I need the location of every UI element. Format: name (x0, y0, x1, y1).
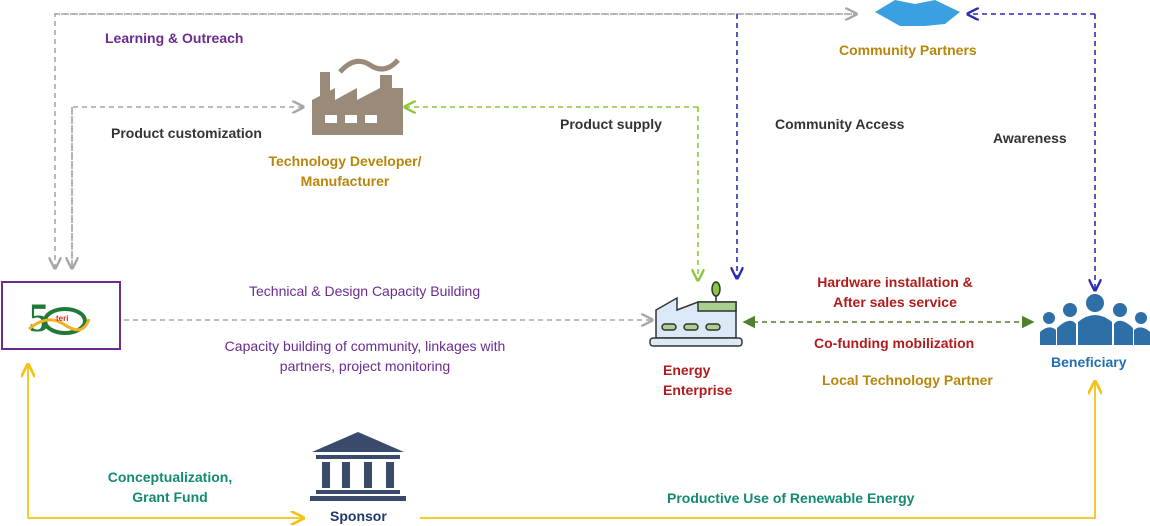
label-community-access: Community Access (775, 116, 905, 132)
energy-line2: Enterprise (663, 382, 733, 398)
edge-customization (71, 107, 303, 268)
label-productive-use: Productive Use of Renewable Energy (667, 490, 915, 506)
hardware-line1: Hardware installation & (817, 274, 973, 290)
node-tech-developer: Technology Developer/Manufacturer (250, 151, 440, 191)
label-learning-outreach: Learning & Outreach (105, 30, 244, 46)
label-conceptualization: Conceptualization, Grant Fund (85, 467, 255, 507)
svg-text:5: 5 (29, 295, 49, 340)
label-local-partner: Local Technology Partner (822, 372, 993, 388)
energy-factory-icon (649, 281, 743, 347)
handshake-icon (875, 0, 960, 26)
hardware-line2: After sales service (833, 294, 957, 310)
bank-icon (310, 432, 406, 501)
teri-50-logo: 5 teri (28, 295, 91, 340)
node-sponsor: Sponsor (330, 508, 387, 524)
label-product-customization: Product customization (111, 125, 262, 141)
label-capacity-community: Capacity building of community, linkages… (185, 336, 545, 376)
label-product-supply: Product supply (560, 116, 662, 132)
concept-line2: Grant Fund (132, 489, 208, 505)
label-awareness: Awareness (993, 130, 1067, 146)
node-community-partners: Community Partners (839, 42, 977, 58)
edge-productive-use (420, 382, 1095, 519)
people-icon (1040, 294, 1150, 345)
concept-line1: Conceptualization, (107, 469, 233, 485)
label-hardware: Hardware installation & After sales servi… (790, 272, 1000, 312)
energy-line1: Energy (663, 362, 711, 378)
factory-icon (312, 58, 403, 135)
tech-developer-line2: Manufacturer (300, 173, 390, 189)
capacity-line1: Capacity building of community, linkages… (224, 338, 506, 354)
svg-text:teri: teri (56, 314, 68, 323)
tech-developer-line1: Technology Developer/ (268, 153, 422, 169)
node-beneficiary: Beneficiary (1051, 354, 1127, 370)
organization-node: 5 teri (1, 281, 121, 350)
label-cofunding: Co-funding mobilization (814, 335, 975, 351)
label-technical-capacity: Technical & Design Capacity Building (249, 283, 481, 299)
capacity-line2: partners, project monitoring (279, 358, 451, 374)
